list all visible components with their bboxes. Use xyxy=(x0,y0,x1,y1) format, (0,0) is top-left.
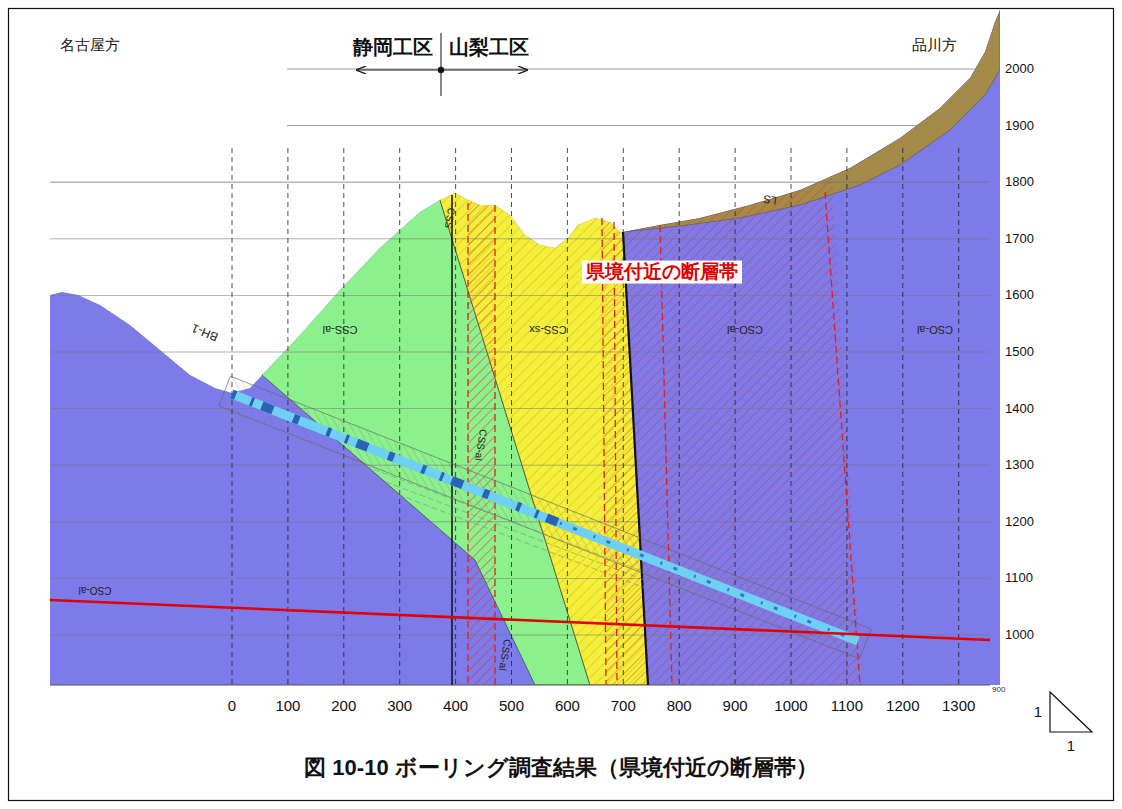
grid-line xyxy=(50,352,990,353)
elevation-tick: 1100 xyxy=(1005,571,1033,585)
elevation-tick: 1800 xyxy=(1005,175,1034,189)
boring-core xyxy=(232,394,858,641)
geology xyxy=(40,0,1010,700)
section-label: 静岡工区 xyxy=(353,36,433,58)
elevation-tick: 1300 xyxy=(1005,458,1034,472)
fault-boundary xyxy=(825,192,860,685)
elevation-tick: 1900 xyxy=(1005,118,1034,132)
fault-boundary xyxy=(614,222,617,685)
distance-gridline xyxy=(846,148,847,685)
boring-zone xyxy=(219,376,872,659)
layer-label: CSS-al xyxy=(323,324,358,336)
fault-line xyxy=(623,232,648,685)
slope-label: 1 xyxy=(1034,704,1042,721)
fault-zone-label: 県境付近の断層帯 xyxy=(582,261,742,284)
grid-line xyxy=(50,408,990,409)
fault-zone xyxy=(468,150,495,685)
elevation-tick: 1000 xyxy=(1005,628,1034,642)
distance-tick: 700 xyxy=(611,698,636,715)
grid-line xyxy=(50,465,990,466)
elevation-tick: 1200 xyxy=(1005,515,1034,529)
distance-gridline xyxy=(232,148,233,685)
elevation-tick: 900 xyxy=(992,686,1005,695)
distance-tick: 1300 xyxy=(942,698,975,715)
distance-tick: 200 xyxy=(331,698,356,715)
elevation-tick: 2000 xyxy=(1005,62,1034,76)
fault-boundary xyxy=(660,225,672,685)
elevation-tick: 1400 xyxy=(1005,401,1034,415)
grid-line xyxy=(287,125,995,126)
elevation-tick: 1500 xyxy=(1005,345,1034,359)
direction-label: 名古屋方 xyxy=(60,37,120,54)
boring-core-segment xyxy=(232,394,560,523)
distance-gridline xyxy=(623,148,624,685)
distance-tick: 500 xyxy=(499,698,524,715)
distance-gridline xyxy=(679,148,680,685)
grid-line xyxy=(50,295,990,296)
distance-tick: 1000 xyxy=(774,698,807,715)
prefecture-boundary xyxy=(451,195,453,685)
grid-line xyxy=(287,69,995,70)
boring-guide xyxy=(226,421,714,606)
elevation-tick: 1700 xyxy=(1005,232,1034,246)
distance-tick: 1100 xyxy=(831,698,863,715)
distance-tick: 900 xyxy=(723,698,748,715)
slope-triangle xyxy=(1050,692,1092,732)
distance-gridline xyxy=(343,148,344,685)
distance-gridline xyxy=(902,148,903,685)
direction-label: 品川方 xyxy=(912,37,957,54)
distance-gridline xyxy=(399,148,400,685)
section-base xyxy=(50,685,990,686)
grid-line xyxy=(50,578,990,579)
tunnel-line xyxy=(50,600,990,640)
fault-boundary xyxy=(467,203,468,685)
elevation-tick: 1600 xyxy=(1005,288,1034,302)
grid-line xyxy=(50,238,990,239)
distance-gridline xyxy=(455,148,456,685)
distance-tick: 800 xyxy=(667,698,692,715)
fault-boundary xyxy=(602,218,606,685)
distance-gridline xyxy=(567,148,568,685)
distance-gridline xyxy=(958,148,959,685)
slope-label: 1 xyxy=(1067,738,1075,755)
layer-label: LS xyxy=(762,193,777,207)
distance-tick: 100 xyxy=(275,698,300,715)
distance-tick: 0 xyxy=(228,698,236,715)
grid-line xyxy=(50,182,990,183)
layer-label: CSO-al xyxy=(79,585,112,596)
layer-label: CSO-al xyxy=(917,324,953,336)
distance-tick: 400 xyxy=(443,698,468,715)
fault-boundary xyxy=(494,205,495,685)
boring-guide xyxy=(222,412,710,597)
boring-label: BH-1 xyxy=(190,321,220,343)
section-divider xyxy=(441,33,442,96)
layer-label: CSS-al xyxy=(473,428,489,461)
section-label: 山梨工区 xyxy=(449,36,529,58)
divider-dot xyxy=(438,67,444,73)
layer-label: CSS-al xyxy=(497,638,513,671)
distance-gridline xyxy=(511,148,512,685)
distance-tick: 300 xyxy=(387,698,412,715)
figure-caption: 図 10-10 ボーリング調査結果（県境付近の断層帯） xyxy=(0,753,1122,783)
distance-tick: 1200 xyxy=(886,698,919,715)
distance-tick: 600 xyxy=(555,698,580,715)
layer-label: CSS-sx xyxy=(529,324,566,336)
layer-label: CSS xyxy=(443,207,457,229)
cso-al-layer xyxy=(40,0,1010,700)
layer-label: CSO-al xyxy=(727,324,763,336)
